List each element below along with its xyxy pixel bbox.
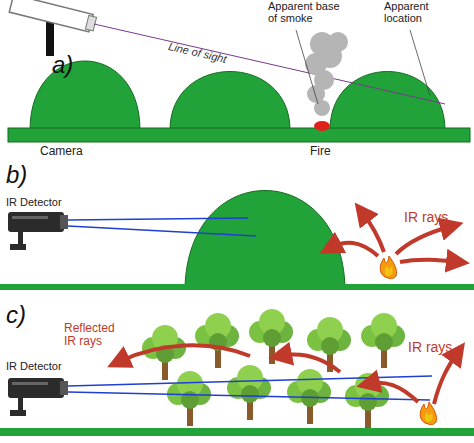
ray-label: Reflected IR rays [64, 322, 124, 348]
callout-label: Apparent location [384, 0, 446, 24]
callout-label: Apparent base of smoke [268, 0, 350, 24]
part-label: Camera [40, 145, 83, 158]
panel-letter: c) [6, 302, 26, 328]
part-label: Fire [310, 145, 331, 158]
panel-letter: a) [52, 52, 73, 78]
panel-letter: b) [6, 162, 27, 188]
ray-label: IR rays [408, 340, 452, 355]
part-label: IR Detector [6, 196, 62, 208]
ray-label: IR rays [404, 210, 448, 225]
part-label: IR Detector [6, 360, 62, 372]
sight-line-label: Line of sight [167, 40, 228, 65]
